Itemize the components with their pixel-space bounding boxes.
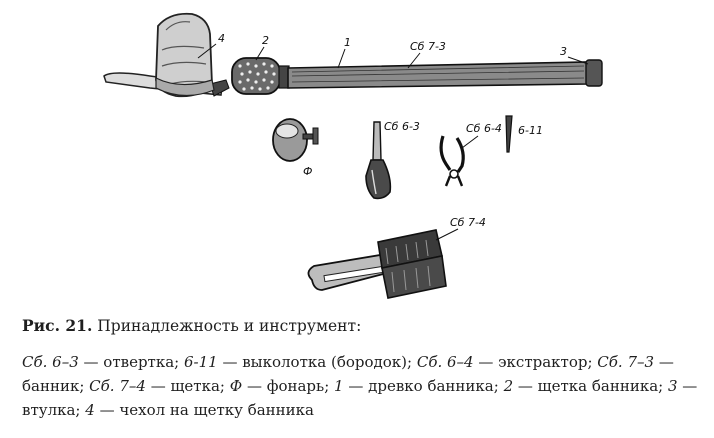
cover-strap-tip [209, 79, 230, 97]
legend-code: Сб. 7–3 [597, 353, 655, 371]
figure-number: Рис. 21. [22, 316, 93, 335]
label-cover: 4 [218, 32, 225, 45]
label-pole: 1 [344, 36, 351, 49]
legend-text: — отвертка; [78, 353, 184, 371]
leader-extractor [461, 135, 479, 149]
label-brush: 2 [262, 34, 269, 47]
legend-text: — щетка; [145, 377, 230, 395]
punch [505, 115, 513, 153]
legend-text: — фонарь; [242, 377, 335, 395]
legend-code: 2 [503, 377, 514, 395]
leader-hand-brush [435, 228, 459, 241]
legend-text: — банник; [22, 353, 674, 395]
lamp-lens [275, 123, 299, 139]
rammer-brush [231, 57, 281, 95]
hand-brush-bristles-lower [381, 255, 447, 299]
legend-code: Ф [229, 377, 243, 395]
screwdriver-handle-highlight [371, 169, 377, 195]
legend-code: 6-11 [184, 353, 218, 371]
extractor-handles [444, 175, 464, 187]
legend-text: — втулка; [22, 377, 698, 419]
legend-code: 4 [85, 401, 95, 419]
figure-legend: Сб. 6–3 — отвертка; 6-11 — выколотка (бо… [22, 350, 702, 422]
label-bushing: 3 [560, 45, 567, 58]
figure-title: Принадлежность и инструмент: [92, 317, 362, 335]
label-lamp: Ф [303, 165, 312, 178]
figure-caption: Рис. 21. Принадлежность и инструмент: [22, 314, 702, 338]
screwdriver-handle [365, 159, 392, 200]
leader-pole [337, 48, 346, 69]
leader-cover [197, 43, 217, 59]
leader-rammer [407, 52, 421, 69]
hand-brush-texture [385, 239, 431, 293]
legend-code: Сб. 6–4 [416, 353, 474, 371]
leader-bushing [567, 56, 589, 65]
tools-illustration: 4 2 1 Сб 7-3 3 Ф Сб 6-3 Сб 6-4 6-11 Сб 7 [103, 12, 603, 299]
legend-text: — древко банника; [343, 377, 504, 395]
extractor-jaw-right [455, 137, 465, 173]
label-screwdriver: Сб 6-3 [384, 120, 420, 133]
label-extractor: Сб 6-4 [466, 122, 502, 135]
legend-code: 3 [667, 377, 678, 395]
lamp-knob [312, 127, 319, 145]
brush-cover-rim [155, 77, 215, 97]
screwdriver-blade [372, 121, 382, 161]
label-punch: 6-11 [518, 124, 543, 137]
legend-text: — экстрактор; [473, 353, 598, 371]
label-rammer: Сб 7-3 [410, 40, 446, 53]
legend-code: Сб. 7–4 [89, 377, 146, 395]
rammer-bushing [585, 59, 603, 87]
rammer-brush-dots [238, 62, 276, 91]
label-hand-brush: Сб 7-4 [450, 216, 486, 229]
extractor-jaw-left [439, 135, 452, 171]
legend-text: — чехол на щетку банника [94, 401, 314, 419]
legend-code: Сб. 6–3 [22, 353, 79, 371]
rammer-pole-shading [291, 65, 585, 83]
extractor-pivot [449, 169, 459, 179]
legend-code: 1 [334, 377, 344, 395]
legend-text: — выколотка (бородок); [217, 353, 417, 371]
legend-text: — щетка банника; [513, 377, 668, 395]
brush-cover-shading [161, 21, 207, 85]
leader-brush [255, 46, 265, 61]
